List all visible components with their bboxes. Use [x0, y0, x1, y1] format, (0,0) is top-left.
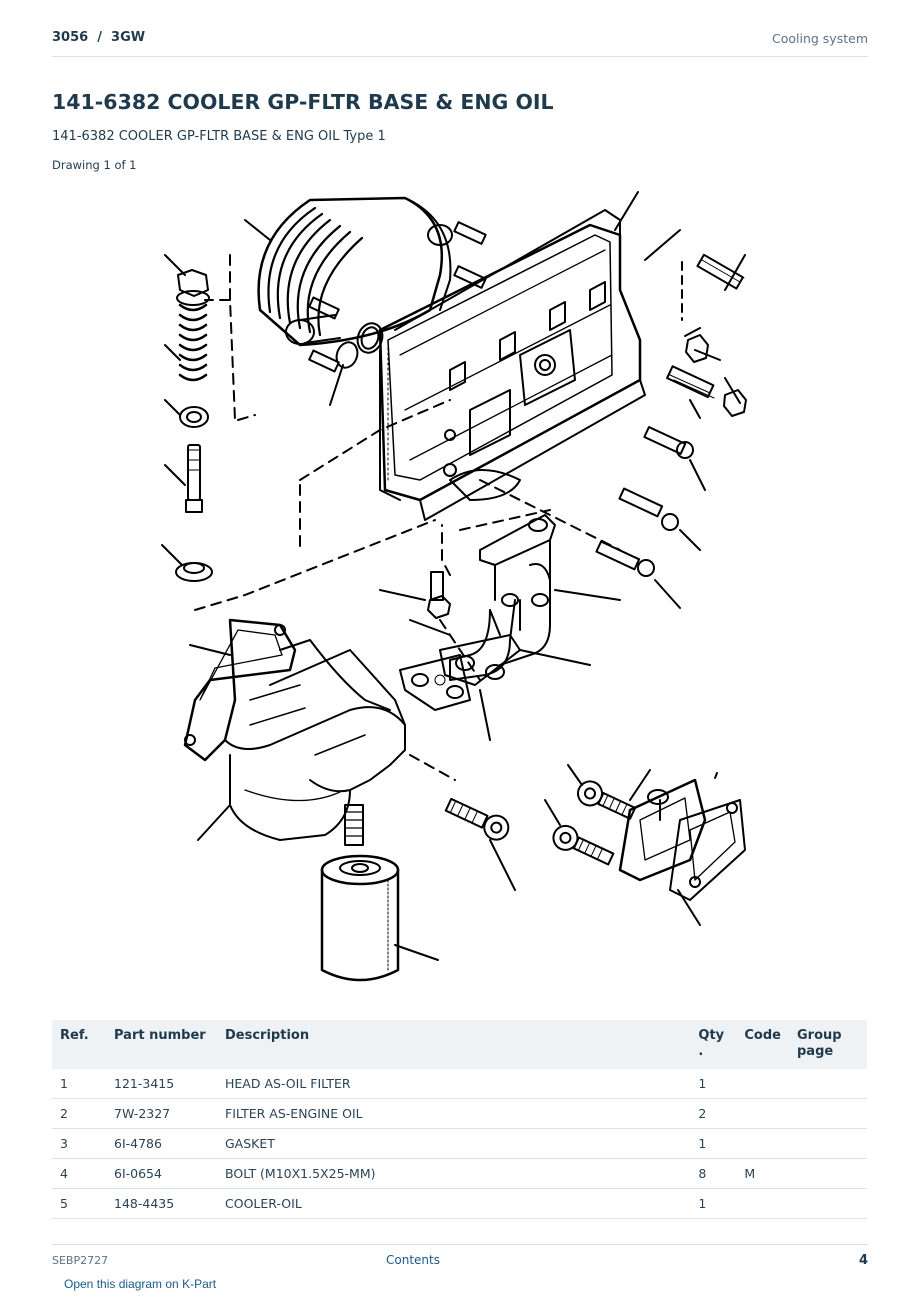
cell-code: [736, 1098, 789, 1129]
page-header: 3056 / 3GW Cooling system: [52, 28, 868, 57]
relief-valve-stack: [161, 254, 213, 582]
cell-description: FILTER AS-ENGINE OIL: [217, 1098, 691, 1129]
cell-ref: 5: [52, 1188, 106, 1219]
cell-part-number: 6I-0654: [106, 1158, 217, 1189]
cell-description: GASKET: [217, 1128, 691, 1159]
cell-group-page: [789, 1098, 867, 1129]
cell-group-page: [789, 1158, 867, 1189]
col-part-number: Part number: [106, 1020, 217, 1069]
cell-ref: 1: [52, 1069, 106, 1099]
cell-part-number: 7W-2327: [106, 1098, 217, 1129]
cell-description: COOLER-OIL: [217, 1188, 691, 1219]
cell-group-page: [789, 1188, 867, 1219]
col-qty: Qty .: [690, 1020, 737, 1069]
page-footer: SEBP2727 Contents 4: [52, 1244, 868, 1273]
cell-code: [736, 1188, 789, 1219]
filter-head: [183, 618, 406, 841]
doc-code: SEBP2727: [52, 1254, 109, 1267]
oil-filter: [320, 854, 439, 982]
cell-code: [736, 1128, 789, 1159]
cooler-cover: [378, 223, 646, 521]
cell-ref: 3: [52, 1128, 106, 1159]
page-title: 141-6382 COOLER GP-FLTR BASE & ENG OIL: [52, 90, 554, 114]
cell-code: M: [736, 1158, 789, 1189]
cell-part-number: 121-3415: [106, 1069, 217, 1099]
parts-table: Ref. Part number Description Qty . Code …: [52, 1020, 867, 1219]
page-subtitle: 141-6382 COOLER GP-FLTR BASE & ENG OIL T…: [52, 129, 386, 144]
cell-qty: 1: [690, 1069, 737, 1099]
cell-qty: 2: [690, 1098, 737, 1129]
cell-code: [736, 1069, 789, 1099]
cell-ref: 2: [52, 1098, 106, 1129]
cell-group-page: [789, 1069, 867, 1099]
cell-qty: 1: [690, 1188, 737, 1219]
model-label: 3056 / 3GW: [52, 30, 146, 45]
cell-qty: 8: [690, 1158, 737, 1189]
drawing-count: Drawing 1 of 1: [52, 158, 137, 172]
parts-diagram: [150, 180, 770, 1000]
page-number: 4: [858, 1253, 868, 1268]
contents-link[interactable]: Contents: [386, 1253, 440, 1267]
table-header-row: Ref. Part number Description Qty . Code …: [52, 1020, 867, 1069]
col-description: Description: [217, 1020, 691, 1069]
cell-description: BOLT (M10X1.5X25-MM): [217, 1158, 691, 1189]
oil-cooler-core: [257, 196, 487, 373]
section-label: Cooling system: [772, 31, 868, 46]
col-group-page: Group page: [789, 1020, 867, 1069]
col-ref: Ref.: [52, 1020, 106, 1069]
col-code: Code: [736, 1020, 789, 1069]
cell-group-page: [789, 1128, 867, 1159]
cell-part-number: 6I-4786: [106, 1128, 217, 1159]
cell-part-number: 148-4435: [106, 1188, 217, 1219]
cell-qty: 1: [690, 1128, 737, 1159]
cell-description: HEAD AS-OIL FILTER: [217, 1069, 691, 1099]
adapter-and-tubes: [379, 514, 621, 741]
cover-plate: [618, 769, 746, 926]
cell-ref: 4: [52, 1158, 106, 1189]
kpart-link[interactable]: Open this diagram on K-Part: [64, 1277, 217, 1291]
